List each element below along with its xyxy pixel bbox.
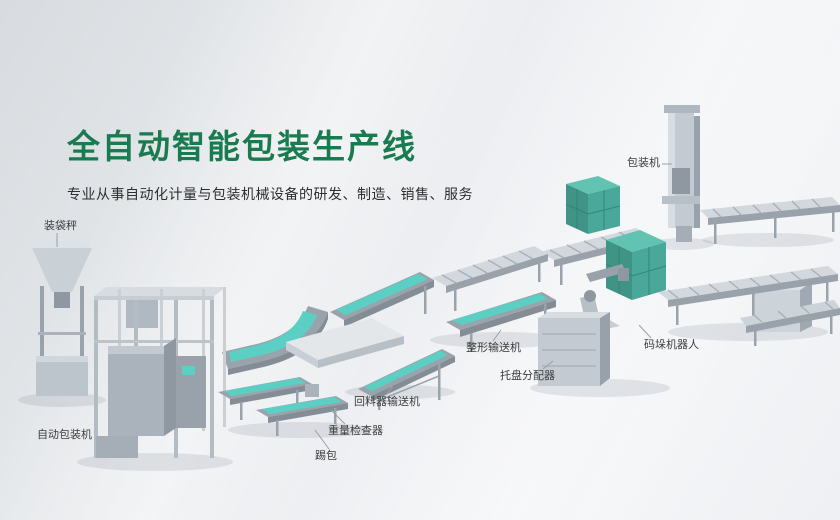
page-subtitle: 专业从事自动化计量与包装机械设备的研发、制造、销售、服务: [67, 186, 473, 202]
machine-auto-packager: [94, 287, 226, 458]
label-weight-checker: 重量检查器: [328, 425, 383, 437]
label-kick-bag: 踢包: [315, 450, 337, 462]
label-packaging-machine: 包装机: [627, 157, 660, 169]
conveyor-output: [218, 377, 312, 420]
label-pallet-distributor: 托盘分配器: [500, 370, 555, 382]
pallet-load-2: [605, 230, 667, 300]
conveyor-rollers-right: [658, 266, 838, 325]
conveyor-rollers-far-right: [740, 300, 840, 346]
label-bagging-scale: 装袋秤: [44, 220, 77, 232]
label-return-conveyor: 回料器输送机: [354, 396, 420, 408]
platform: [286, 318, 404, 368]
label-palletizing-robot: 码垛机器人: [644, 339, 699, 351]
machine-weight-checker: [256, 384, 348, 436]
machine-bagging-scale: [32, 241, 92, 396]
page-title: 全自动智能包装生产线: [67, 128, 417, 165]
machine-pallet-distributor: [538, 312, 610, 386]
callout-lines: [56, 163, 672, 450]
machine-packager-column: [662, 105, 700, 242]
conveyor-incline-main: [330, 272, 434, 345]
conveyor-rollers-top-right: [700, 197, 840, 244]
conveyor-return: [358, 349, 455, 410]
label-shaping-conveyor: 整形输送机: [466, 342, 521, 354]
pallet-load-1: [565, 176, 621, 234]
conveyor-rollers-mid: [432, 246, 548, 311]
label-auto-packaging-machine: 自动包装机: [37, 429, 92, 441]
